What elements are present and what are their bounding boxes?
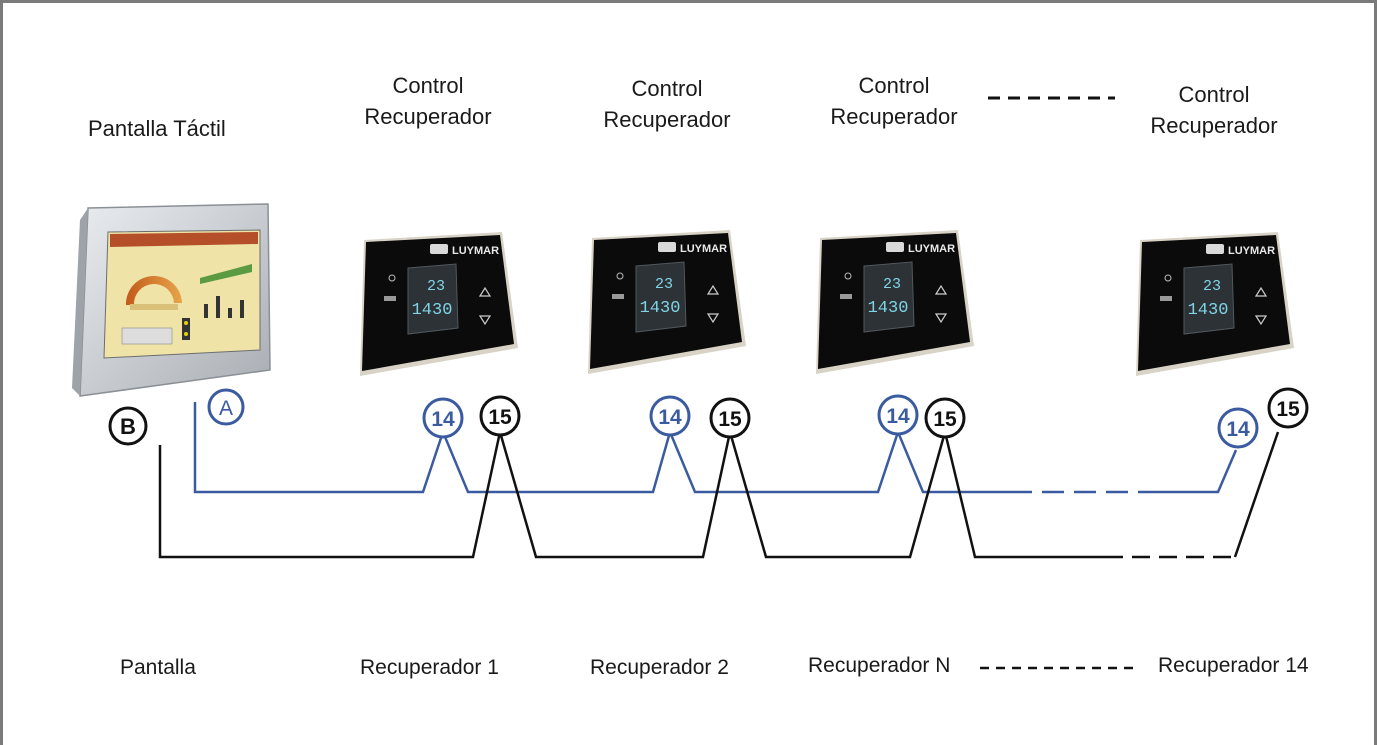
mode-button[interactable] (840, 294, 852, 299)
screen-title: Pantalla Táctil (88, 116, 226, 141)
caption-recuperador-n: Recuperador N (808, 654, 951, 677)
temp-display: 23 (427, 278, 445, 295)
brand-label: LUYMAR (680, 243, 727, 255)
bus-b-wire (158, 427, 1280, 559)
luymar-logo-icon (430, 244, 448, 254)
time-display: 1430 (412, 301, 453, 320)
svg-text:15: 15 (488, 406, 512, 429)
caption-recuperador-2: Recuperador 2 (590, 656, 729, 679)
terminal-b-screen: B (108, 406, 148, 446)
controller-device-2: LUYMAR 23 1430 (588, 230, 746, 374)
svg-text:14: 14 (431, 408, 455, 431)
controller-device-4: LUYMAR 23 1430 (1136, 232, 1294, 376)
terminal-14-device-3: 14 (877, 394, 919, 436)
terminal-15-device-1: 15 (479, 395, 521, 437)
terminal-14-device-2: 14 (649, 395, 691, 437)
caption-recuperador-14: Recuperador 14 (1158, 654, 1309, 677)
power-icon[interactable] (388, 274, 396, 282)
arrow-up-icon[interactable] (706, 284, 720, 295)
time-display: 1430 (1188, 301, 1229, 320)
brand-label: LUYMAR (908, 243, 955, 255)
temp-display: 23 (883, 276, 901, 293)
terminal-a-screen: A (207, 388, 245, 426)
bus-a-wire (193, 402, 1238, 494)
terminal-14-device-4: 14 (1217, 407, 1259, 449)
terminal-group: 14 15 14 15 14 15 14 15 (422, 387, 1309, 449)
temp-display: 23 (1203, 278, 1221, 295)
svg-text:A: A (219, 397, 233, 420)
temp-display: 23 (655, 276, 673, 293)
brand-label: LUYMAR (452, 245, 499, 257)
svg-text:15: 15 (718, 408, 742, 431)
terminal-15-device-4: 15 (1267, 387, 1309, 429)
power-icon[interactable] (616, 272, 624, 280)
caption-pantalla: Pantalla (120, 656, 196, 679)
time-display: 1430 (868, 299, 909, 318)
arrow-up-icon[interactable] (1254, 286, 1268, 297)
power-icon[interactable] (844, 272, 852, 280)
caption-recuperador-1: Recuperador 1 (360, 656, 499, 679)
touch-screen-device (72, 203, 271, 397)
brand-label: LUYMAR (1228, 245, 1275, 257)
svg-text:14: 14 (1226, 418, 1250, 441)
svg-text:B: B (120, 414, 136, 439)
arrow-down-icon[interactable] (478, 315, 492, 326)
arrow-up-icon[interactable] (934, 284, 948, 295)
luymar-logo-icon (658, 242, 676, 252)
svg-text:14: 14 (886, 405, 910, 428)
controller-device-3: LUYMAR 23 1430 (816, 230, 974, 374)
terminal-14-device-1: 14 (422, 397, 464, 439)
arrow-down-icon[interactable] (934, 313, 948, 324)
mode-button[interactable] (384, 296, 396, 301)
terminal-15-device-2: 15 (709, 397, 751, 439)
arrow-down-icon[interactable] (1254, 315, 1268, 326)
controller-device-1: LUYMAR 23 1430 (360, 232, 518, 376)
mode-button[interactable] (1160, 296, 1172, 301)
svg-text:15: 15 (1276, 398, 1300, 421)
luymar-logo-icon (1206, 244, 1224, 254)
arrow-up-icon[interactable] (478, 286, 492, 297)
arrow-down-icon[interactable] (706, 313, 720, 324)
mode-button[interactable] (612, 294, 624, 299)
svg-text:14: 14 (658, 406, 682, 429)
svg-text:15: 15 (933, 408, 957, 431)
power-icon[interactable] (1164, 274, 1172, 282)
time-display: 1430 (640, 299, 681, 318)
luymar-logo-icon (886, 242, 904, 252)
terminal-15-device-3: 15 (924, 397, 966, 439)
